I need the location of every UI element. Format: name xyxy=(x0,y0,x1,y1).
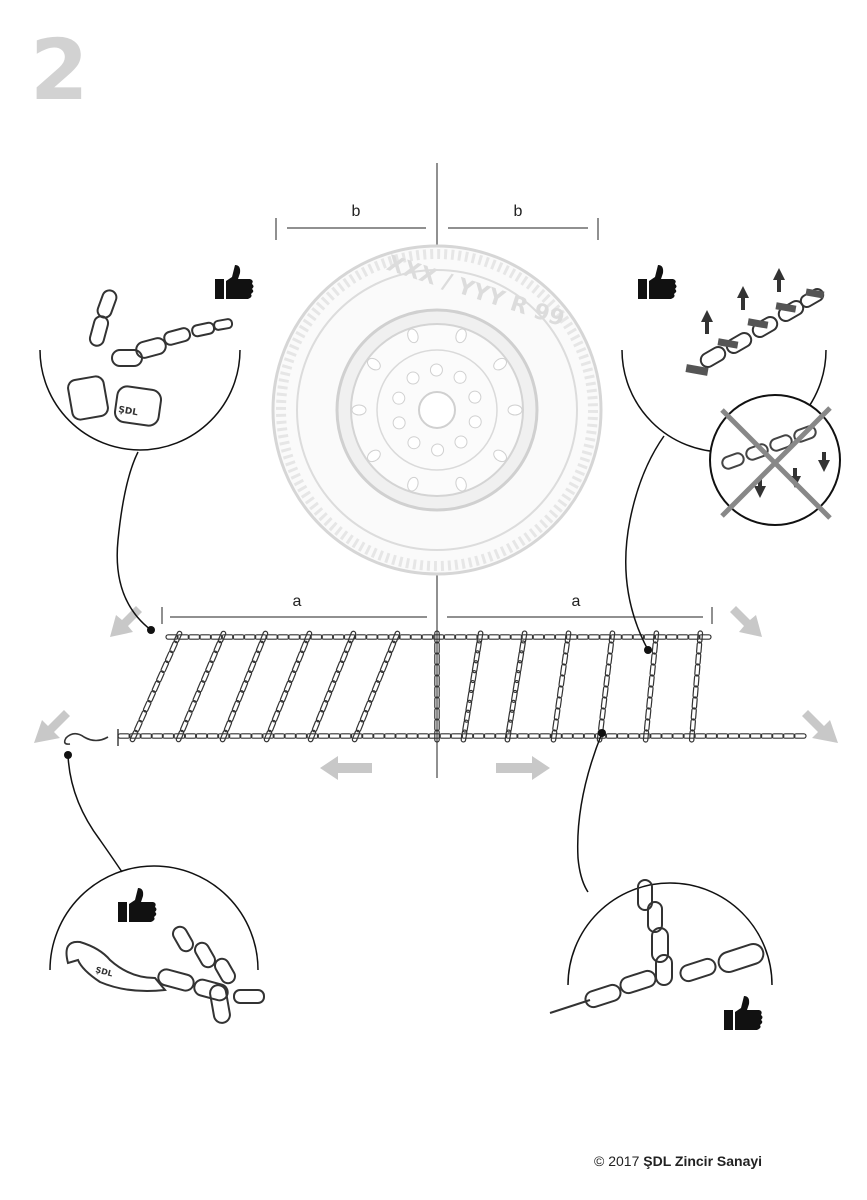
dimension-b-right: b xyxy=(448,203,599,240)
dimension-b-left: b xyxy=(275,203,426,240)
arrow-icon xyxy=(320,756,372,780)
tire: XXX / YYY R 99 xyxy=(271,244,603,576)
thumbs-up-icon xyxy=(215,265,254,299)
brand-mark: ŞDL xyxy=(94,965,113,978)
thumbs-up-icon xyxy=(118,888,157,922)
dimension-a-left: a xyxy=(161,593,427,624)
arrow-icon xyxy=(730,606,762,637)
detail-bottom-right xyxy=(549,879,773,1030)
arrow-icon xyxy=(496,756,550,780)
brand-mark: ŞDL xyxy=(117,405,138,418)
detail-top-left: ŞDL xyxy=(39,265,254,451)
dimension-a-right: a xyxy=(447,593,713,624)
detail-bottom-left: ŞDL xyxy=(49,865,265,1024)
copyright-year: 2017 xyxy=(608,1153,640,1169)
label-b-right: b xyxy=(514,203,523,220)
copyright: © 2017 ŞDL Zincir Sanayi xyxy=(594,1153,762,1169)
hook-icon xyxy=(63,729,119,746)
label-a-right: a xyxy=(572,593,581,610)
copyright-symbol: © xyxy=(594,1153,605,1169)
step-number: 2 xyxy=(30,21,89,119)
thumbs-up-icon xyxy=(638,265,677,299)
detail-top-right xyxy=(621,265,841,526)
label-b-left: b xyxy=(352,203,361,220)
arrow-icon xyxy=(34,710,70,743)
direction-arrows xyxy=(34,606,838,780)
label-a-left: a xyxy=(293,593,302,610)
arrow-icon xyxy=(802,710,838,743)
arrow-icon xyxy=(110,606,142,637)
copyright-company: ŞDL Zincir Sanayi xyxy=(643,1153,763,1169)
chain-ladder xyxy=(117,630,807,743)
thumbs-up-icon xyxy=(724,996,763,1030)
callout-lines xyxy=(67,435,665,893)
